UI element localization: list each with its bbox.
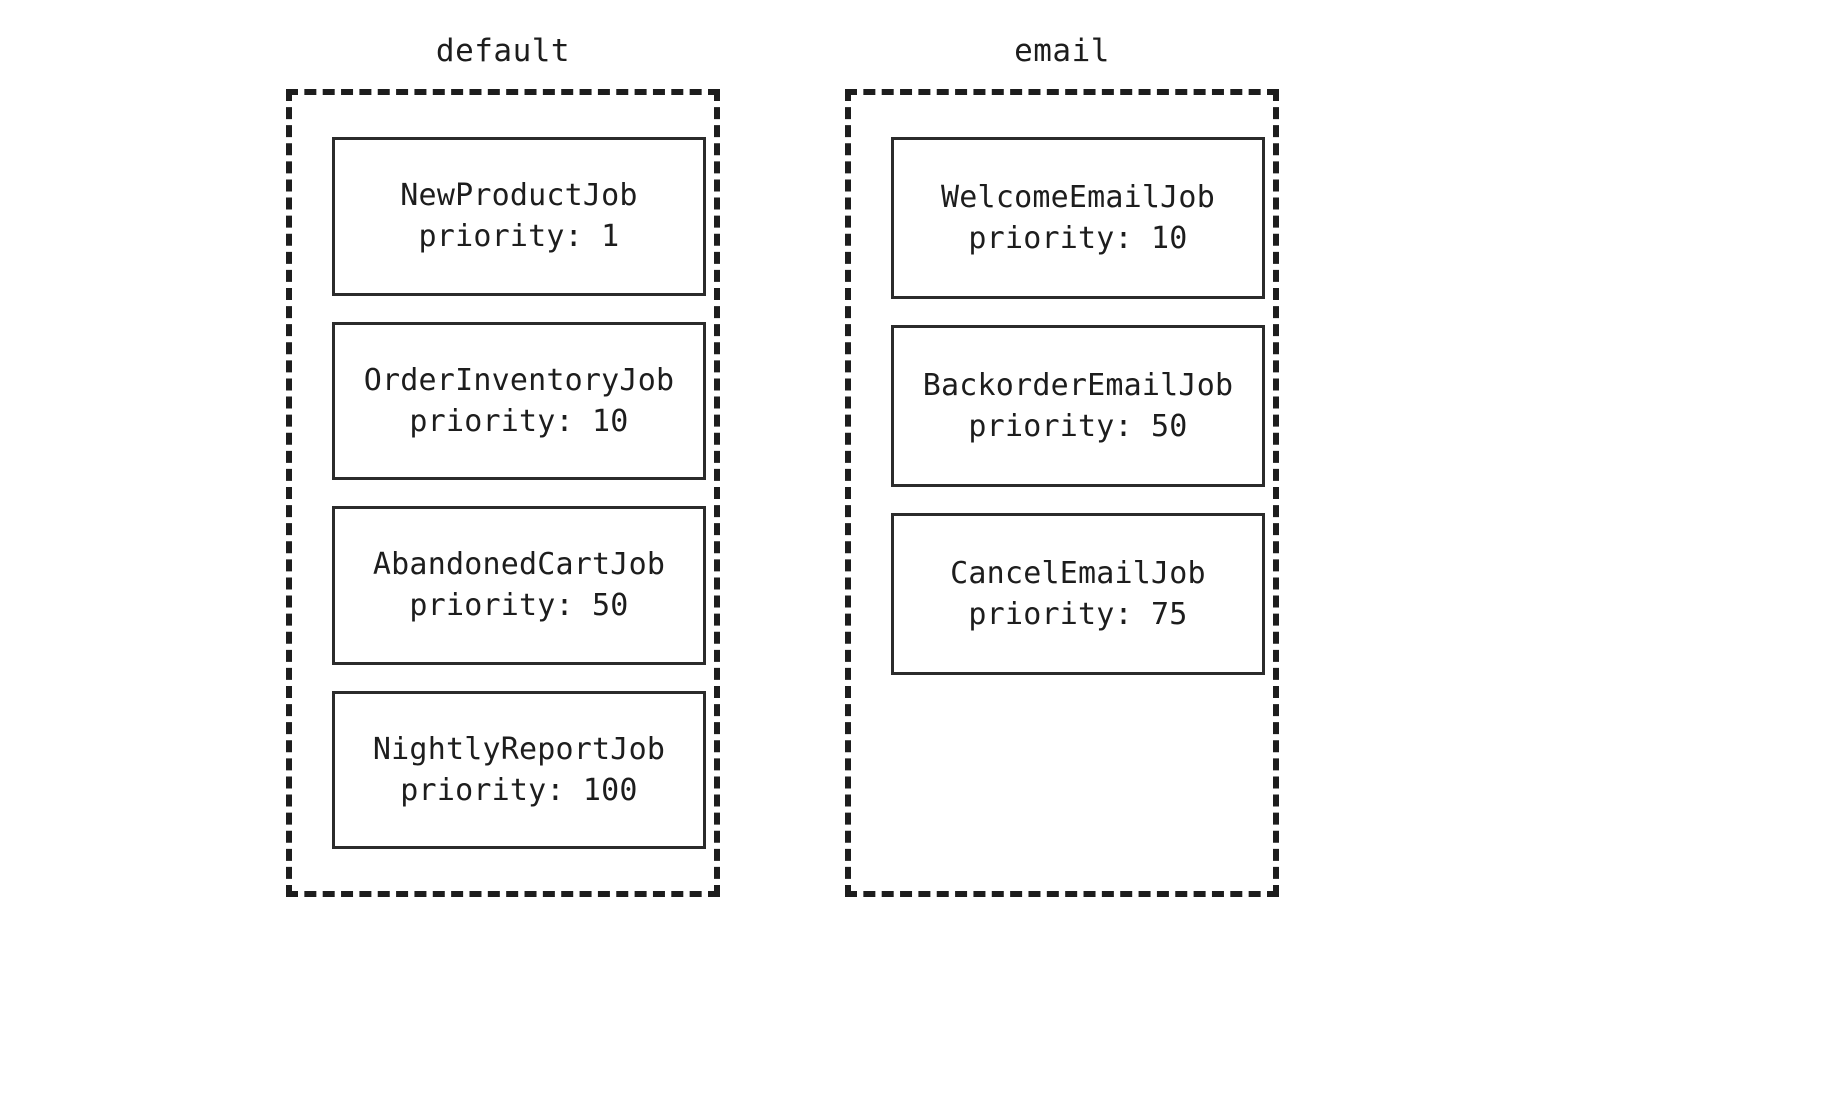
job-card[interactable]: AbandonedCartJob priority: 50 [332, 506, 706, 665]
job-priority: priority: 10 [968, 221, 1188, 256]
job-card[interactable]: NewProductJob priority: 1 [332, 137, 706, 296]
job-card[interactable]: NightlyReportJob priority: 100 [332, 690, 706, 849]
job-name: OrderInventoryJob [363, 362, 675, 398]
job-name: CancelEmailJob [950, 556, 1206, 591]
job-priority: priority: 50 [409, 588, 629, 624]
job-name: NewProductJob [400, 178, 638, 214]
job-card[interactable]: CancelEmailJob priority: 75 [891, 513, 1265, 675]
queue-label-email: email [1014, 33, 1110, 69]
job-priority: priority: 100 [400, 772, 638, 808]
job-card[interactable]: WelcomeEmailJob priority: 10 [891, 137, 1265, 299]
job-card[interactable]: OrderInventoryJob priority: 10 [332, 321, 706, 480]
queue-container-default: NewProductJob priority: 1 OrderInventory… [286, 89, 720, 897]
queue-label-default: default [435, 33, 571, 69]
job-card[interactable]: BackorderEmailJob priority: 50 [891, 325, 1265, 487]
queue-column-default: default NewProductJob priority: 1 OrderI… [286, 36, 720, 897]
job-priority: priority: 1 [418, 219, 620, 255]
job-name: WelcomeEmailJob [941, 180, 1215, 215]
queue-container-email: WelcomeEmailJob priority: 10 BackorderEm… [845, 89, 1279, 897]
job-name: NightlyReportJob [372, 731, 666, 767]
queue-column-email: email WelcomeEmailJob priority: 10 Backo… [845, 36, 1279, 897]
job-priority: priority: 50 [968, 409, 1188, 444]
job-name: BackorderEmailJob [922, 368, 1234, 403]
job-priority: priority: 10 [409, 403, 629, 439]
job-priority: priority: 75 [968, 597, 1188, 632]
job-name: AbandonedCartJob [372, 547, 666, 583]
